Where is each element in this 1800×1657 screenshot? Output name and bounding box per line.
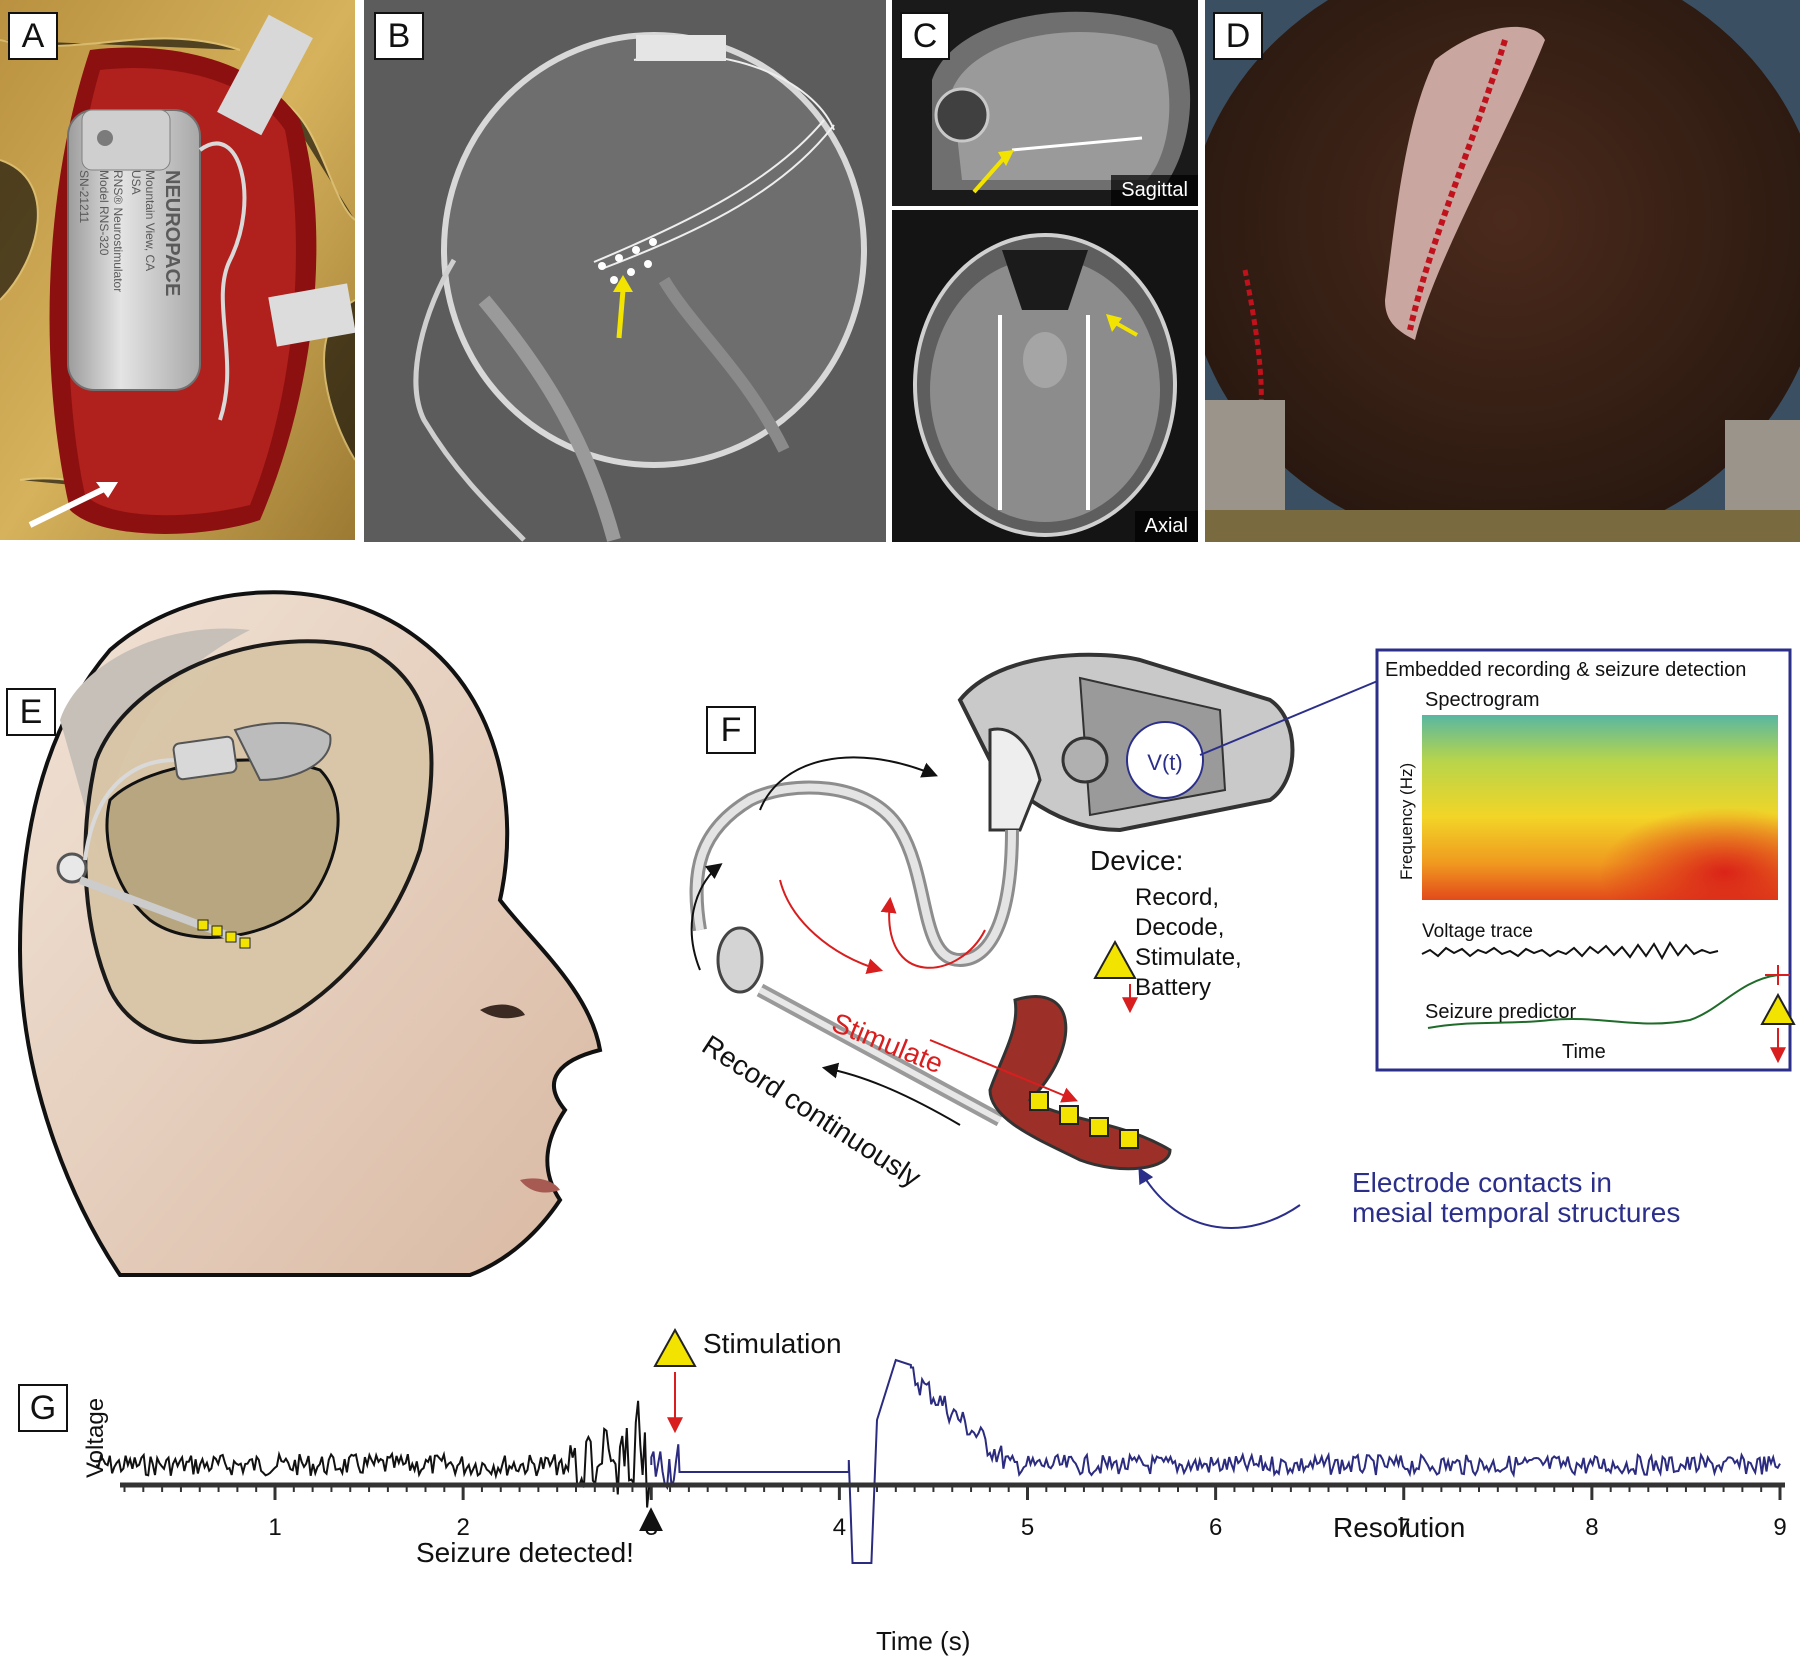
spectrogram-label: Spectrogram bbox=[1425, 689, 1540, 711]
voltage-symbol: V(t) bbox=[1147, 750, 1182, 775]
axial-label: Axial bbox=[1134, 511, 1198, 542]
panel-letter-a: A bbox=[8, 12, 58, 60]
implant-device-name: RNS® Neurostimulator bbox=[111, 170, 125, 292]
inset-voltage-trace bbox=[1421, 941, 1719, 961]
photo-panel-d: D bbox=[1205, 0, 1800, 542]
panel-letter-d: D bbox=[1213, 12, 1263, 60]
seizure-predictor-curve bbox=[1427, 974, 1779, 1029]
tick-label-1: 1 bbox=[268, 1514, 281, 1541]
sagittal-label: Sagittal bbox=[1111, 175, 1198, 206]
tick-label-6: 6 bbox=[1209, 1514, 1222, 1541]
seizure-detected-label: Seizure detected! bbox=[416, 1537, 634, 1568]
device-schematic: V(t) bbox=[689, 652, 1381, 1229]
yellow-arrow-icon bbox=[616, 289, 626, 339]
electrode-label-line2: mesial temporal structures bbox=[1352, 1197, 1680, 1228]
panel-letter-f: F bbox=[706, 706, 756, 754]
time-axis-title: Time (s) bbox=[876, 1626, 970, 1656]
electrode-label-line1: Electrode contacts in bbox=[1352, 1167, 1612, 1198]
device-function-battery: Battery bbox=[1135, 974, 1211, 1001]
skull-xray bbox=[364, 0, 886, 542]
mri-axial: Axial bbox=[892, 210, 1198, 542]
inset-title: Embedded recording & seizure detection bbox=[1385, 659, 1746, 681]
tick-label-2: 2 bbox=[456, 1514, 469, 1541]
voltage-trace-label: Voltage trace bbox=[1422, 921, 1533, 942]
yellow-arrow-icon bbox=[972, 156, 1006, 194]
inset-time-label: Time bbox=[1562, 1041, 1606, 1063]
panel-letter-e: E bbox=[6, 688, 56, 736]
tick-label-4: 4 bbox=[833, 1514, 846, 1541]
implant-photo: NEUROPACE Mountain View, CA USA RNS® Neu… bbox=[0, 0, 355, 540]
white-arrow-icon bbox=[28, 484, 110, 528]
detection-inset bbox=[1375, 648, 1796, 1072]
panel-letter-g: G bbox=[18, 1384, 68, 1432]
tick-label-9: 9 bbox=[1773, 1514, 1786, 1541]
voltage-trace-plot: 123456789 bbox=[95, 1327, 1787, 1564]
scalp-photo bbox=[1205, 0, 1800, 542]
stimulation-label: Stimulation bbox=[703, 1328, 842, 1359]
tick-label-8: 8 bbox=[1585, 1514, 1598, 1541]
mri-sagittal: Sagittal C bbox=[892, 0, 1198, 206]
lightning-warning-icon bbox=[1760, 992, 1796, 1025]
implant-brand: NEUROPACE bbox=[161, 170, 183, 296]
frequency-axis-label: Frequency (Hz) bbox=[1397, 763, 1416, 880]
yellow-arrow-icon bbox=[1113, 320, 1138, 337]
implant-location: Mountain View, CA bbox=[143, 170, 157, 271]
panel-letter-b: B bbox=[374, 12, 424, 60]
photo-panel-a: NEUROPACE Mountain View, CA USA RNS® Neu… bbox=[0, 0, 355, 540]
seizure-predictor-label: Seizure predictor bbox=[1425, 1001, 1577, 1023]
device-title: Device: bbox=[1090, 845, 1183, 876]
device-function-stimulate: Stimulate, bbox=[1135, 944, 1242, 971]
panel-letter-c: C bbox=[900, 12, 950, 60]
post-stimulation-trace bbox=[650, 1358, 1781, 1564]
pre-seizure-trace bbox=[95, 1400, 651, 1508]
tick-label-7: 7 bbox=[1397, 1514, 1410, 1541]
implant-country: USA bbox=[129, 170, 143, 195]
xray-panel-b: B bbox=[364, 0, 886, 542]
time-axis-ticks: 123456789 bbox=[123, 1485, 1787, 1541]
stimulation-lightning-icon bbox=[653, 1327, 697, 1367]
tick-label-5: 5 bbox=[1021, 1514, 1034, 1541]
voltage-axis-label: Voltage bbox=[82, 1398, 109, 1478]
resolution-label: Resolution bbox=[1333, 1512, 1465, 1543]
lightning-warning-icon bbox=[1093, 939, 1137, 979]
device-function-decode: Decode, bbox=[1135, 914, 1224, 941]
implant-serial: SN-21211 bbox=[77, 170, 91, 223]
implant-model: Model RNS-320 bbox=[97, 170, 111, 256]
device-function-record: Record, bbox=[1135, 884, 1219, 911]
head-illustration bbox=[17, 590, 603, 1277]
